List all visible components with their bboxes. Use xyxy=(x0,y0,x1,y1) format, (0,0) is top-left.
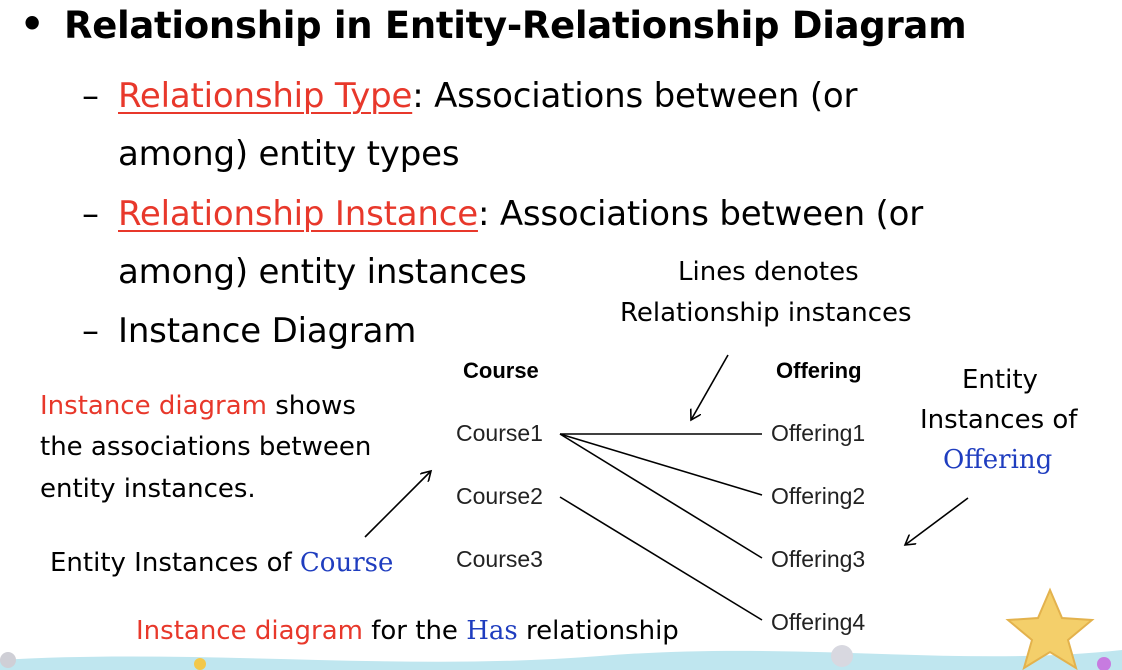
slide-title: Relationship in Entity-Relationship Diag… xyxy=(64,4,967,47)
lines-note-line: Lines denotes xyxy=(678,257,859,287)
instance-note-line: Instance diagram shows xyxy=(40,391,356,421)
diagram-caption: Instance diagram for the Has relationshi… xyxy=(136,616,679,646)
definition-continuation: among) entity types xyxy=(118,134,460,174)
offering-instance: Offering1 xyxy=(771,420,866,446)
offering-note-line: Entity xyxy=(962,365,1038,395)
instance-note-line: the associations between xyxy=(40,432,372,462)
instance-note-line: entity instances. xyxy=(40,474,256,504)
instance-note-text: shows xyxy=(266,391,356,421)
caption-relationship-name: Has xyxy=(466,616,518,646)
course-note-text: Entity Instances of xyxy=(50,548,300,578)
title-bullet: • xyxy=(20,2,45,46)
course-column-header: Course xyxy=(463,358,539,383)
course-instance: Course1 xyxy=(456,420,543,446)
pointer-arrow xyxy=(905,497,969,545)
offering-note-highlight: Offering xyxy=(943,445,1053,475)
offering-instance: Offering4 xyxy=(771,609,866,635)
sub-bullet-relationship-type: Relationship Type: Associations between … xyxy=(118,76,857,116)
relationship-line xyxy=(559,433,763,496)
offering-instance: Offering2 xyxy=(771,483,866,509)
caption-text: for the xyxy=(362,616,467,646)
sub-bullet-dash: – xyxy=(82,311,99,351)
relationship-lines xyxy=(559,433,763,621)
star-decoration xyxy=(1005,587,1095,670)
offering-note-line: Instances of xyxy=(920,405,1078,435)
sub-bullet-instance-diagram: Instance Diagram xyxy=(118,311,417,351)
pointer-arrow xyxy=(691,354,729,420)
term-relationship-instance: Relationship Instance xyxy=(118,194,478,234)
relationship-line xyxy=(559,433,763,559)
sub-bullet-relationship-instance: Relationship Instance: Associations betw… xyxy=(118,194,923,234)
sub-bullet-dash: – xyxy=(82,194,99,234)
sub-bullet-dash: – xyxy=(82,76,99,116)
pointer-arrow xyxy=(364,471,431,538)
decorative-footer xyxy=(0,645,1122,670)
lines-note-line: Relationship instances xyxy=(620,298,912,328)
definition-text: : Associations between (or xyxy=(477,194,924,234)
course-note-highlight: Course xyxy=(299,548,394,578)
caption-text: relationship xyxy=(517,616,679,646)
course-instance: Course2 xyxy=(456,483,543,509)
definition-continuation: among) entity instances xyxy=(118,252,527,292)
instance-note-highlight: Instance diagram xyxy=(40,391,267,421)
relationship-line xyxy=(559,496,763,621)
offering-instance: Offering3 xyxy=(771,546,866,572)
caption-highlight: Instance diagram xyxy=(136,616,363,646)
term-relationship-type: Relationship Type xyxy=(118,76,413,116)
definition-text: : Associations between (or xyxy=(412,76,858,116)
course-note: Entity Instances of Course xyxy=(50,548,393,578)
course-instance: Course3 xyxy=(456,546,543,572)
offering-column-header: Offering xyxy=(776,358,862,383)
